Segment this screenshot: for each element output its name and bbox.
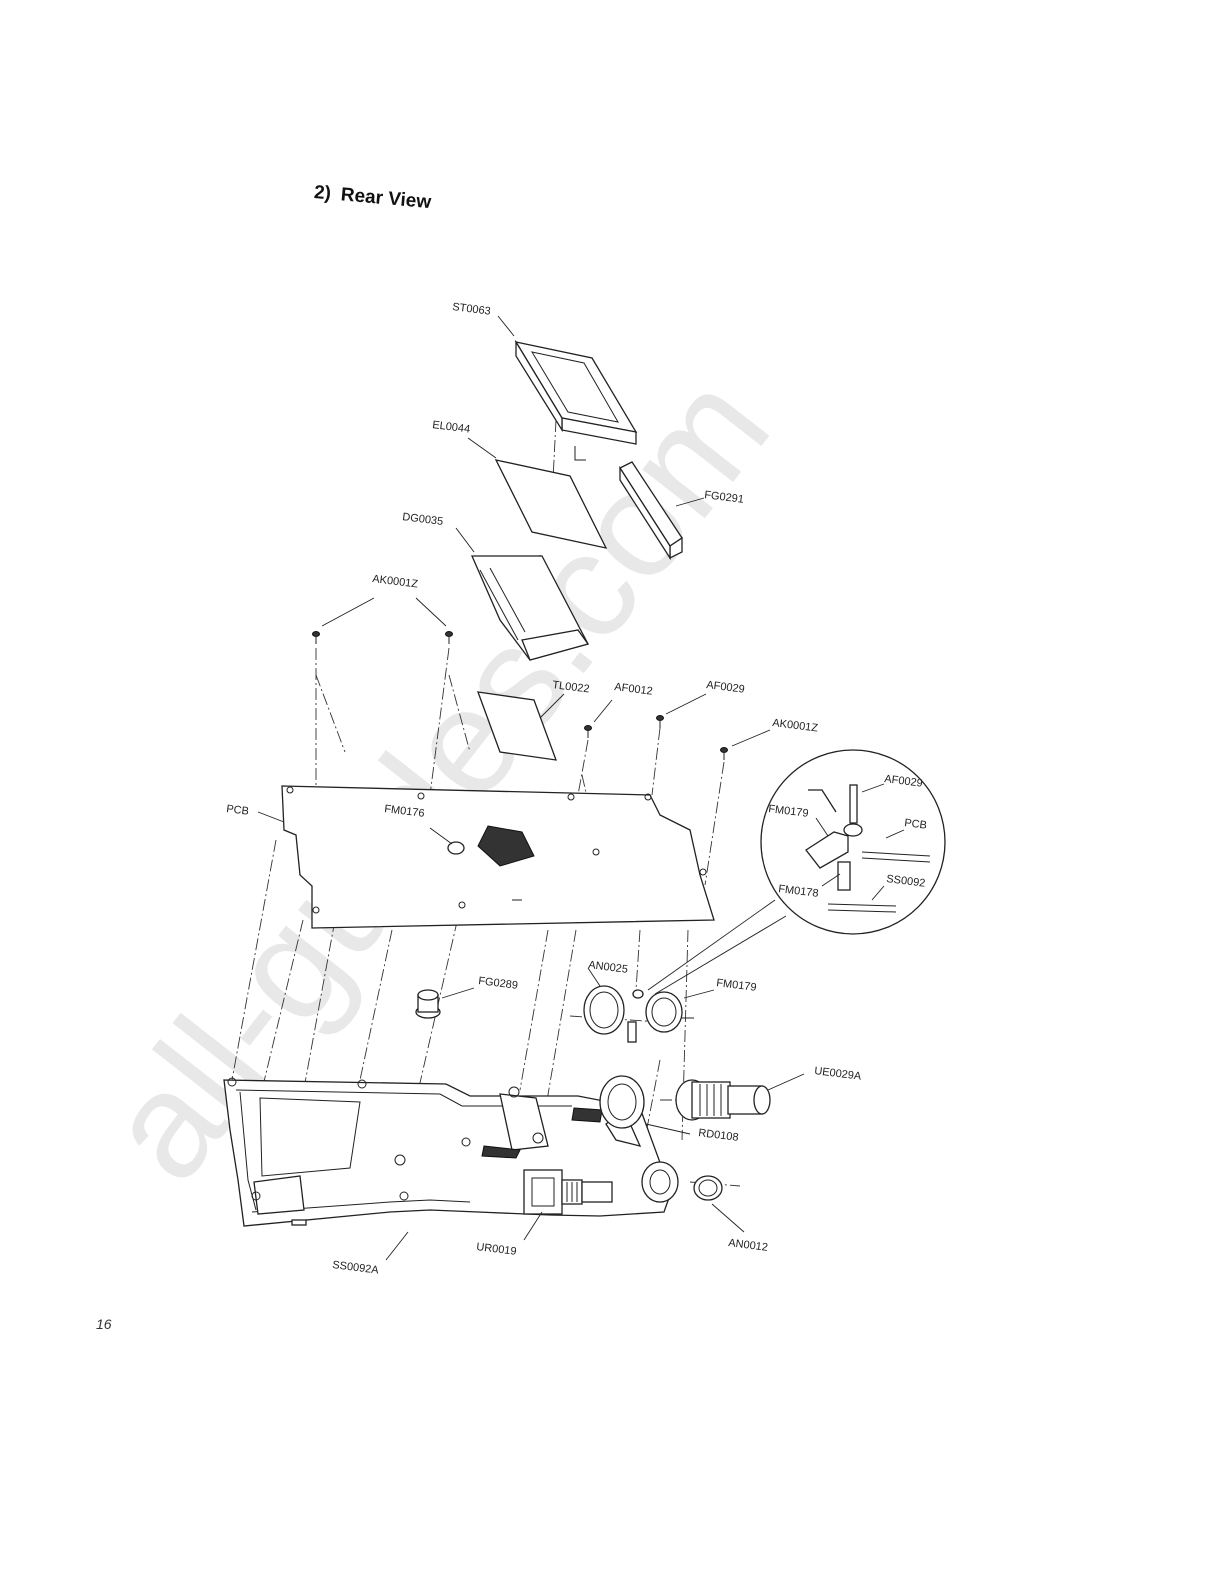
label-dg0035: DG0035	[402, 511, 444, 528]
label-ss0092a: SS0092A	[332, 1259, 380, 1277]
part-jack-socket	[642, 1162, 678, 1202]
screw-af0029	[657, 716, 664, 729]
part-small-pin	[628, 1022, 636, 1042]
label-el0044: EL0044	[432, 419, 471, 436]
part-pcb-board	[282, 786, 714, 928]
detail-fm0178-standoff	[838, 862, 850, 890]
detail-af0029-screw	[850, 785, 857, 823]
part-fg0289-spacer	[416, 990, 440, 1018]
label-ue0029a: UE0029A	[814, 1065, 863, 1083]
label-st0063: ST0063	[452, 301, 492, 318]
part-ue0029a-bnc-connector	[676, 1080, 770, 1120]
screw-ak0001z-left-a	[313, 632, 320, 645]
page-number: 16	[96, 1316, 112, 1332]
part-rd0108-bushing	[600, 1076, 644, 1128]
part-fm0179-clip	[646, 992, 694, 1032]
label-af0012: AF0012	[614, 681, 654, 698]
screw-af0012	[585, 726, 592, 739]
label-ak0001z-left: AK0001Z	[372, 573, 419, 591]
label-an0025: AN0025	[588, 959, 629, 976]
label-ur0019: UR0019	[476, 1241, 518, 1258]
label-pcb-main: PCB	[226, 803, 250, 818]
label-fg0289: FG0289	[478, 975, 519, 992]
label-ak0001z-right: AK0001Z	[772, 717, 819, 735]
part-small-nut	[633, 990, 643, 998]
label-rd0108: RD0108	[698, 1127, 740, 1144]
label-af0029-main: AF0029	[706, 679, 746, 696]
part-an0025-ring	[584, 986, 624, 1034]
part-an0012-ring	[694, 1176, 722, 1200]
part-fm0176-post	[448, 842, 464, 854]
label-an0012: AN0012	[728, 1237, 769, 1254]
label-fm0179-main: FM0179	[716, 977, 758, 994]
screw-ak0001z-right	[721, 748, 728, 761]
